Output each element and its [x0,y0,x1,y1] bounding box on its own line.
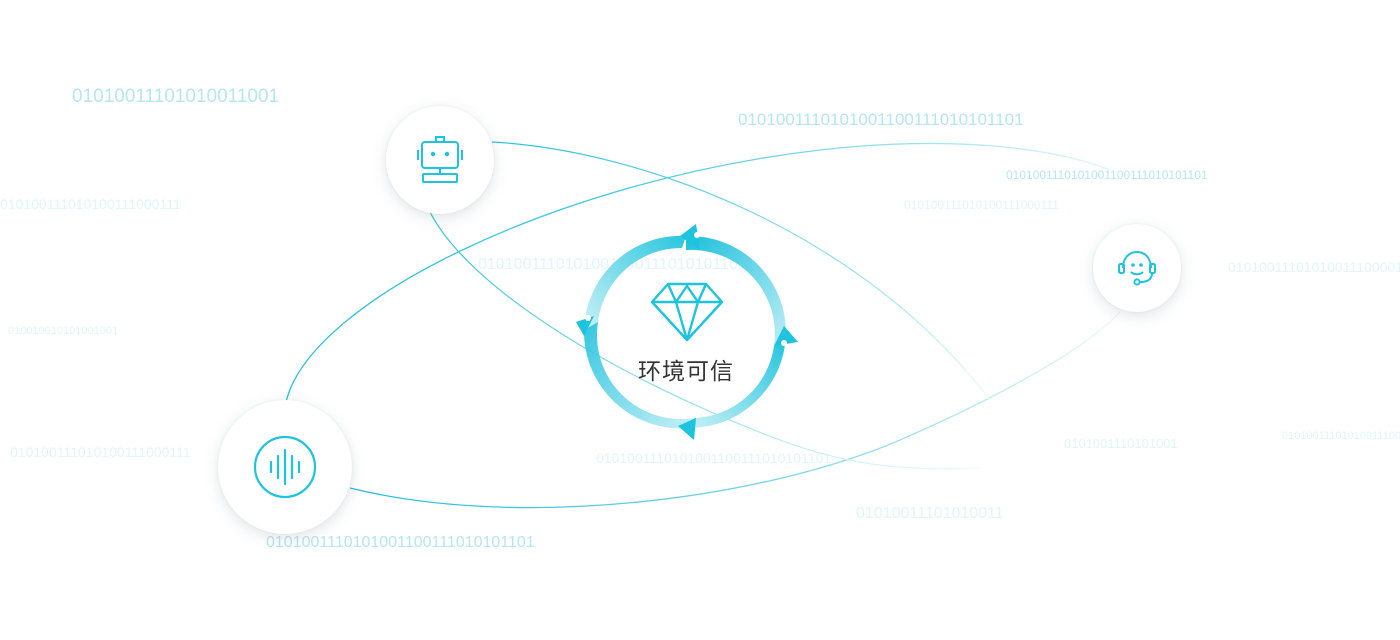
binary-text: 01010011101010011 [856,505,1004,522]
cycle-ring [576,224,798,440]
binary-text: 0101001110101001100111010101101 [266,534,535,551]
binary-text: 01010011101010011001 [72,86,280,107]
diamond-icon [650,282,724,342]
binary-text: 010100111010100111000011 [1228,259,1400,275]
binary-text: 0101001110101001100111010101101 [596,450,832,466]
binary-text: 010100111010100111000111 [0,196,181,212]
sound-wave-icon [253,435,317,499]
voice-node[interactable] [218,400,352,534]
binary-text: 010100111010100111000111 [1282,430,1400,442]
binary-text: 0101001110101001 [1064,436,1178,451]
robot-icon [417,136,463,183]
center-label: 环境可信 [638,359,734,385]
headset-node[interactable] [1093,224,1181,312]
binary-text: 0101001110101001100111010101101 [1006,168,1208,182]
binary-text: 010010010101001001 [8,325,119,337]
robot-node[interactable] [386,106,494,214]
binary-text: 010100111010100111000111 [10,444,191,460]
binary-text: 010100111010100111000111 [904,198,1059,212]
headset-icon [1118,250,1156,286]
binary-text: 0101001110101001100111010101101 [738,110,1024,129]
